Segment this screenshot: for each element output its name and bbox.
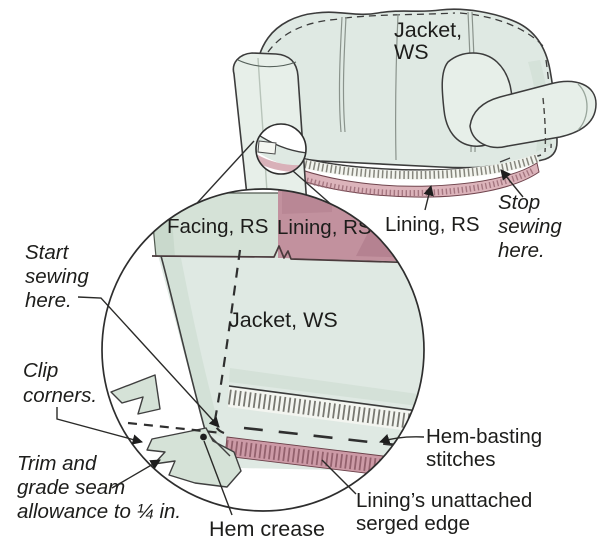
trim-line2: grade seam — [17, 476, 125, 499]
lining-band-serge-ticks — [271, 165, 536, 197]
clip-line1: Clip — [23, 359, 58, 382]
hem-basting-line1: Hem-basting — [426, 425, 542, 448]
trim-line1: Trim and — [17, 452, 97, 475]
leader-start-sewing — [77, 296, 220, 428]
lining-serged-line2: serged edge — [356, 512, 470, 535]
callout-labels: Jacket, WS Lining, RS Stop sewing here. … — [17, 18, 568, 541]
front-edge-dashes — [542, 97, 547, 153]
stitch-dashed-line — [213, 249, 242, 435]
lining-band-fill — [267, 155, 540, 198]
corner-flap-main — [146, 427, 242, 488]
top-jacket-illustration — [232, 8, 597, 234]
hem-crease-dot — [200, 433, 207, 441]
label-lining-rs-top: Lining, RS — [385, 213, 480, 236]
leader-stop-sewing — [500, 169, 524, 198]
facing-lining-seam — [151, 245, 424, 264]
label-hem-crease: Hem crease — [209, 517, 325, 541]
start-line2: sewing — [25, 265, 89, 288]
label-lining-rs-circle: Lining, RS — [277, 216, 372, 239]
magnifier-big-circle: Facing, RS Lining, RS Jacket, WS — [101, 188, 425, 512]
clipped-corner — [110, 374, 242, 488]
label-lining-serged: Lining’s unattached serged edge — [356, 489, 538, 535]
corner-flap-upper — [110, 374, 161, 415]
small-detail-corner — [256, 130, 306, 170]
jacket-edge-dashes — [256, 12, 552, 149]
label-hem-basting: Hem-basting stitches — [426, 425, 548, 471]
serge-band-jacket — [228, 385, 419, 432]
front-corner-step — [499, 157, 511, 163]
hem-basting-line2: stitches — [426, 448, 496, 471]
lining-serged-line1: Lining’s unattached — [356, 489, 532, 512]
leader-hem-basting — [379, 434, 425, 444]
corner-fold-line — [209, 435, 231, 457]
right-sleeve-tube — [469, 80, 597, 148]
label-start-sewing: Start sewing here. — [25, 241, 95, 312]
leader-trim-grade — [111, 459, 161, 489]
label-stop-sewing: Stop sewing here. — [498, 191, 568, 262]
jacket-ws-top-line2: WS — [394, 40, 429, 64]
small-detail-lining — [256, 154, 303, 173]
leader-clip-corners — [56, 407, 144, 445]
label-clip-corners: Clip corners. — [23, 359, 97, 407]
label-jacket-ws-circle: Jacket, WS — [229, 308, 338, 332]
jacket-left-edge — [160, 255, 216, 443]
leader-hem-crease — [203, 440, 233, 516]
start-line3: here. — [25, 289, 72, 312]
leader-lining-serged — [321, 459, 357, 495]
label-jacket-ws-top: Jacket, WS — [394, 18, 468, 64]
clip-line2: corners. — [23, 384, 97, 407]
serge-band-jacket-loops — [228, 389, 418, 430]
label-trim-grade: Trim and grade seam allowance to ¼ in. — [17, 452, 181, 523]
right-sleeve-cuff-line — [577, 83, 588, 131]
left-sleeve-cap-seam — [237, 59, 297, 68]
stop-line3: here. — [498, 239, 545, 262]
trim-line3: allowance to ¼ in. — [17, 500, 181, 523]
small-circle-ring — [255, 123, 307, 175]
right-sleeve — [441, 52, 597, 148]
stop-line1: Stop — [498, 191, 540, 214]
start-line1: Start — [25, 241, 70, 264]
big-circle-ring — [101, 188, 425, 512]
jacket-panel-shade-hem — [229, 368, 418, 406]
jacket-panel-shade-left — [161, 257, 222, 437]
leader-lining-top — [423, 184, 434, 211]
lining-hem-band — [267, 155, 540, 198]
jacket-ws-top-line1: Jacket, — [394, 18, 462, 42]
stop-line2: sewing — [498, 215, 562, 238]
serge-band-jacket-topline — [228, 385, 419, 412]
small-detail-tab — [257, 140, 277, 155]
label-facing-rs: Facing, RS — [167, 215, 268, 238]
magnifier-small-circle — [255, 123, 307, 175]
